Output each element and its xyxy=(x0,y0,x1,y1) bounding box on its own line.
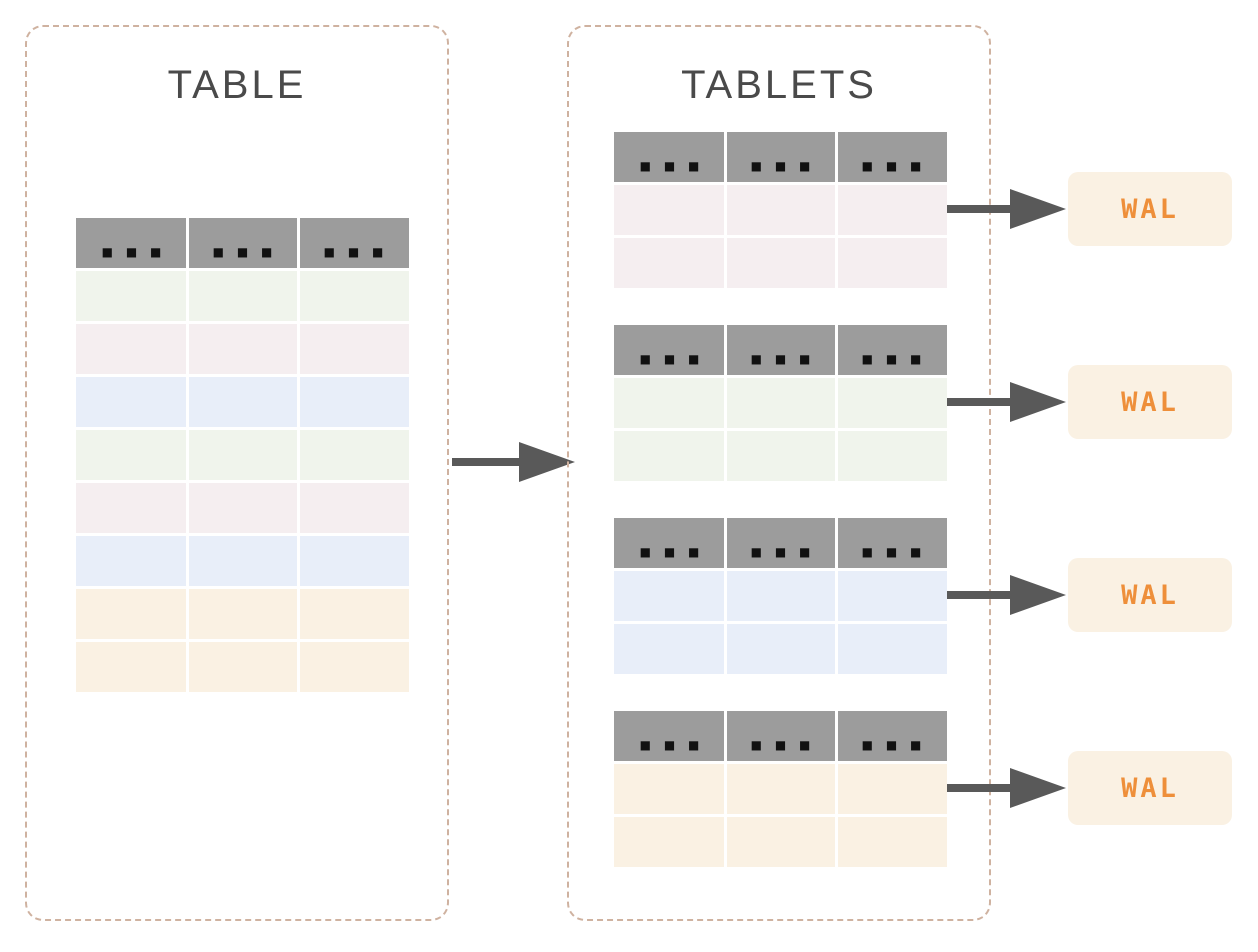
arrow-head-icon xyxy=(1010,382,1066,422)
header-dots-icon: ■ ■ ■ xyxy=(212,245,273,259)
column-separator xyxy=(835,711,838,870)
header-dots-icon: ■ ■ ■ xyxy=(861,159,922,173)
header-dots-icon: ■ ■ ■ xyxy=(861,738,922,752)
tablet-1: ■ ■ ■ ■ ■ ■ ■ ■ ■ xyxy=(614,132,947,291)
wal-arrow-2 xyxy=(947,382,1066,422)
table-row xyxy=(76,642,409,692)
arrow-shaft xyxy=(947,398,1013,406)
arrow-shaft xyxy=(947,784,1013,792)
table-row xyxy=(76,483,409,533)
tablet-row xyxy=(614,185,947,235)
column-separator xyxy=(835,325,838,484)
tablets-panel: TABLETS ■ ■ ■ ■ ■ ■ ■ ■ ■ ■ ■ ■ ■ ■ ■ ■ … xyxy=(567,25,991,921)
table-row xyxy=(76,430,409,480)
table-row xyxy=(76,377,409,427)
header-dots-icon: ■ ■ ■ xyxy=(750,352,811,366)
wal-box-3: WAL xyxy=(1068,558,1232,632)
column-separator xyxy=(186,218,189,695)
tablet-row xyxy=(614,624,947,674)
table-panel: TABLE ■ ■ ■ ■ ■ ■ ■ ■ ■ xyxy=(25,25,449,921)
column-separator xyxy=(724,518,727,677)
header-dots-icon: ■ ■ ■ xyxy=(861,545,922,559)
arrow-shaft xyxy=(452,458,522,466)
tablet-row xyxy=(614,378,947,428)
tablet-row xyxy=(614,571,947,621)
source-table: ■ ■ ■ ■ ■ ■ ■ ■ ■ xyxy=(76,218,409,695)
header-dots-icon: ■ ■ ■ xyxy=(639,352,700,366)
tablet-row xyxy=(614,817,947,867)
tablet-row xyxy=(614,764,947,814)
tablet-3: ■ ■ ■ ■ ■ ■ ■ ■ ■ xyxy=(614,518,947,677)
column-separator xyxy=(835,132,838,291)
wal-box-2: WAL xyxy=(1068,365,1232,439)
tablet-header-row: ■ ■ ■ ■ ■ ■ ■ ■ ■ xyxy=(614,518,947,568)
tablet-row xyxy=(614,238,947,288)
tablet-4: ■ ■ ■ ■ ■ ■ ■ ■ ■ xyxy=(614,711,947,870)
tablets-panel-title: TABLETS xyxy=(681,63,877,107)
wal-arrow-4 xyxy=(947,768,1066,808)
arrow-head-icon xyxy=(1010,575,1066,615)
wal-arrow-3 xyxy=(947,575,1066,615)
column-separator xyxy=(724,711,727,870)
header-dots-icon: ■ ■ ■ xyxy=(639,545,700,559)
table-panel-title: TABLE xyxy=(167,63,307,107)
wal-arrow-1 xyxy=(947,189,1066,229)
arrow-head-icon xyxy=(519,442,575,482)
wal-box-1: WAL xyxy=(1068,172,1232,246)
header-dots-icon: ■ ■ ■ xyxy=(861,352,922,366)
split-arrow xyxy=(452,442,575,482)
header-dots-icon: ■ ■ ■ xyxy=(639,738,700,752)
wal-box-4: WAL xyxy=(1068,751,1232,825)
header-dots-icon: ■ ■ ■ xyxy=(750,545,811,559)
header-dots-icon: ■ ■ ■ xyxy=(323,245,384,259)
column-separator xyxy=(724,325,727,484)
table-row xyxy=(76,271,409,321)
table-row xyxy=(76,536,409,586)
column-separator xyxy=(835,518,838,677)
tablet-2: ■ ■ ■ ■ ■ ■ ■ ■ ■ xyxy=(614,325,947,484)
tablet-header-row: ■ ■ ■ ■ ■ ■ ■ ■ ■ xyxy=(614,711,947,761)
table-row xyxy=(76,589,409,639)
header-dots-icon: ■ ■ ■ xyxy=(101,245,162,259)
header-dots-icon: ■ ■ ■ xyxy=(639,159,700,173)
table-header-row: ■ ■ ■ ■ ■ ■ ■ ■ ■ xyxy=(76,218,409,268)
tablet-header-row: ■ ■ ■ ■ ■ ■ ■ ■ ■ xyxy=(614,132,947,182)
arrow-head-icon xyxy=(1010,189,1066,229)
arrow-shaft xyxy=(947,205,1013,213)
table-row xyxy=(76,324,409,374)
arrow-shaft xyxy=(947,591,1013,599)
column-separator xyxy=(297,218,300,695)
tablets-stack: ■ ■ ■ ■ ■ ■ ■ ■ ■ ■ ■ ■ ■ ■ ■ ■ ■ ■ xyxy=(614,132,947,870)
header-dots-icon: ■ ■ ■ xyxy=(750,738,811,752)
column-separator xyxy=(724,132,727,291)
tablet-header-row: ■ ■ ■ ■ ■ ■ ■ ■ ■ xyxy=(614,325,947,375)
arrow-head-icon xyxy=(1010,768,1066,808)
tablet-row xyxy=(614,431,947,481)
header-dots-icon: ■ ■ ■ xyxy=(750,159,811,173)
